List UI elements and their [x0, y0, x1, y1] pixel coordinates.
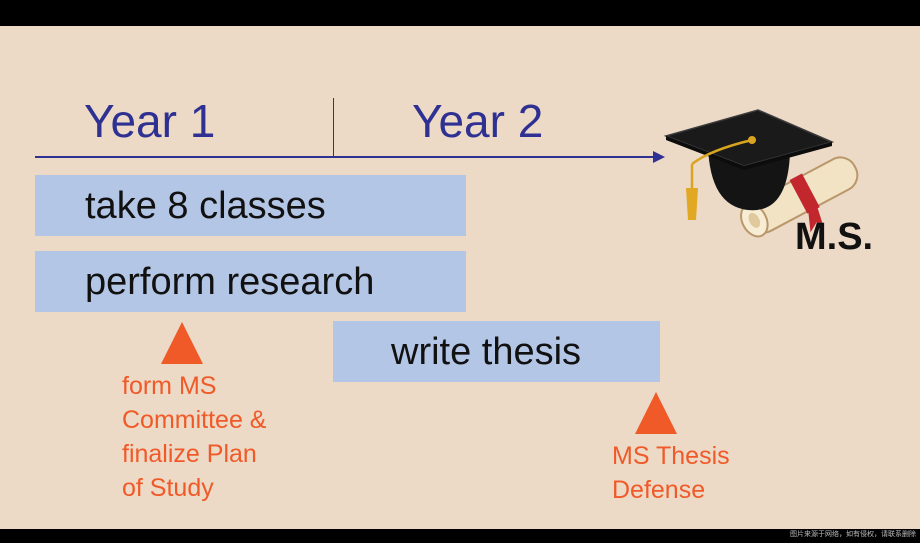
bar-perform-research-label: perform research — [85, 260, 375, 303]
milestone-defense-triangle-icon — [635, 392, 677, 434]
bar-write-thesis-label: write thesis — [391, 330, 582, 373]
bar-perform-research: perform research — [35, 251, 466, 312]
bar-take-classes: take 8 classes — [35, 175, 466, 236]
timeline-arrowhead-icon — [653, 151, 665, 163]
milestone-committee-note: form MS Committee & finalize Plan of Stu… — [122, 369, 266, 505]
milestone-committee-line: form MS — [122, 372, 217, 400]
milestone-committee-line: finalize Plan — [122, 440, 257, 468]
year-2-label: Year 2 — [412, 95, 544, 147]
milestone-committee-line: of Study — [122, 474, 214, 502]
footer-caption: 图片来源于网络，如有侵权，请联系删除 — [790, 531, 916, 538]
milestone-defense-note: MS Thesis Defense — [612, 439, 730, 507]
year-1-label: Year 1 — [84, 95, 216, 147]
slide: Year 1 Year 2 take 8 classes perform res… — [0, 26, 920, 529]
milestone-committee-triangle-icon — [161, 322, 203, 364]
bar-take-classes-label: take 8 classes — [85, 184, 326, 227]
graduation-cap-diploma-icon — [663, 109, 859, 238]
milestone-defense-line: Defense — [612, 476, 706, 504]
ms-degree-label: M.S. — [795, 216, 874, 258]
bar-write-thesis: write thesis — [333, 321, 660, 382]
milestone-committee-line: Committee & — [122, 406, 267, 434]
milestone-defense-line: MS Thesis — [612, 442, 730, 470]
timeline-axis — [35, 156, 655, 158]
year-divider — [333, 98, 334, 156]
